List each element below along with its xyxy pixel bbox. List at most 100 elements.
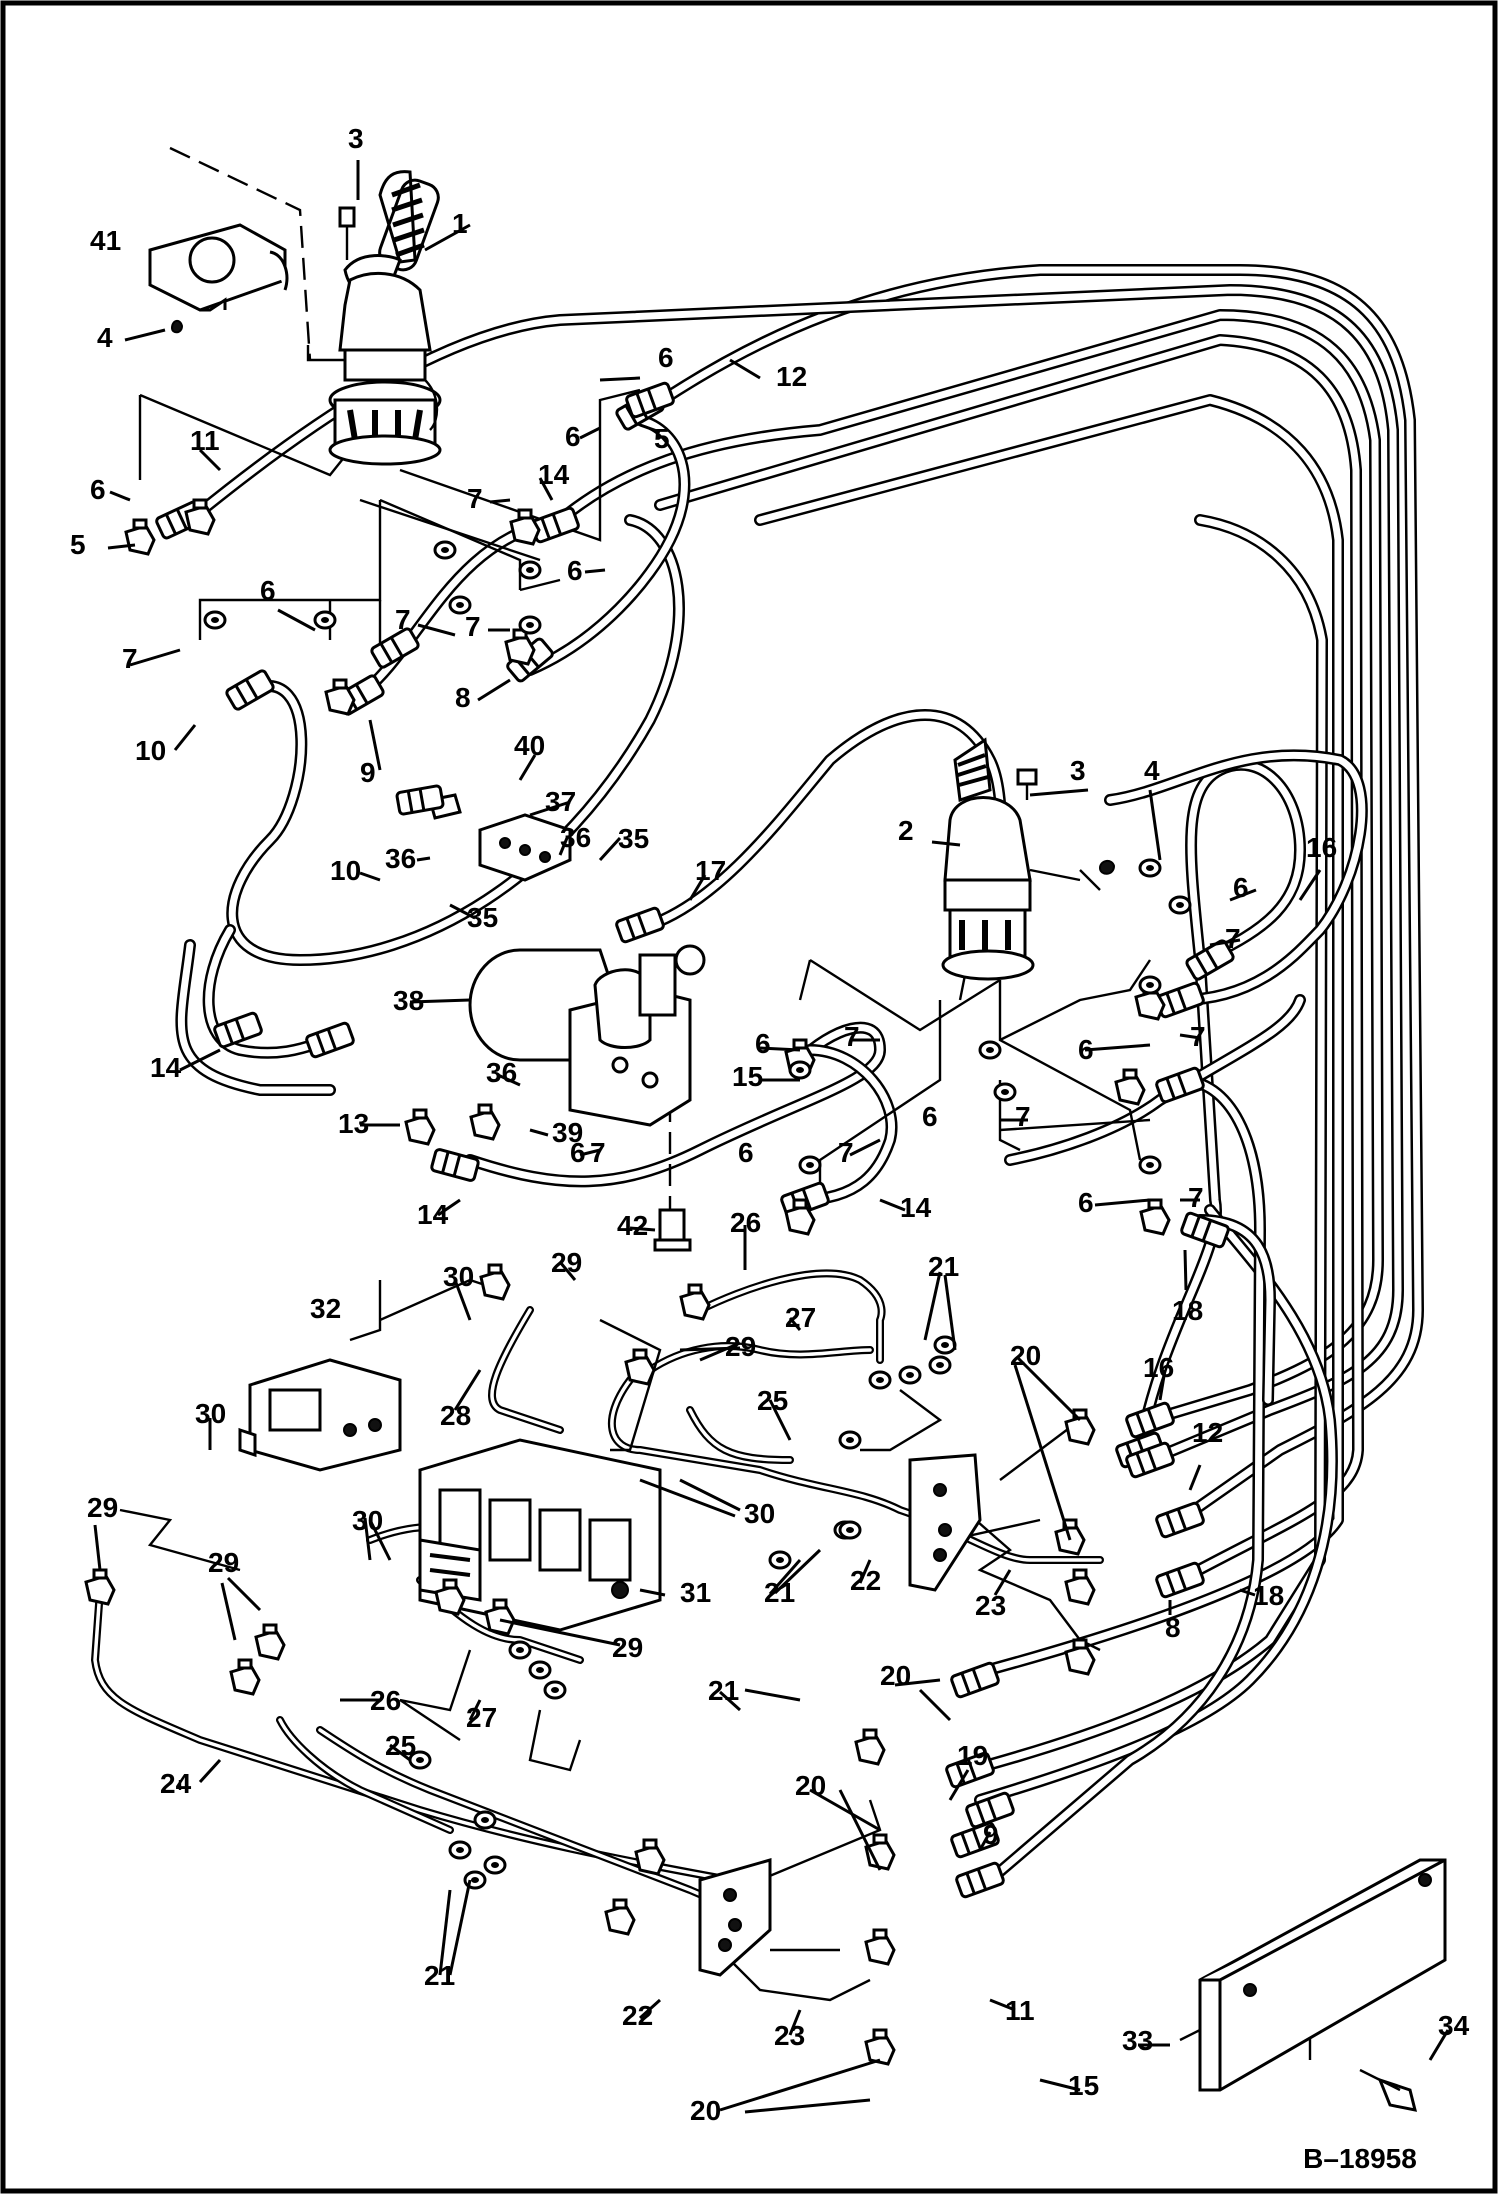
callout-36: 36 [486, 1057, 517, 1088]
elbow-fitting [624, 1348, 656, 1386]
leader-line [838, 1789, 882, 1871]
elbow-fitting [1064, 1408, 1096, 1446]
leader-line [639, 1478, 736, 1518]
hose-ferrule [370, 627, 420, 669]
leader-line [679, 1478, 741, 1512]
hose-ferrule [950, 1821, 1000, 1859]
leader-line [978, 1831, 992, 1851]
elbow-fitting [604, 1898, 636, 1936]
callout-41: 41 [90, 225, 121, 256]
leader-line [416, 856, 431, 862]
leader-line [220, 1582, 237, 1641]
callout-7: 7 [122, 643, 138, 674]
hose-ferrule [950, 1661, 1000, 1699]
bracket-plate-22-upper [908, 1453, 982, 1592]
leader-line [579, 426, 601, 440]
callout-12: 12 [1192, 1417, 1223, 1448]
hose-ferrule [965, 1791, 1015, 1829]
elbow-fitting [1064, 1568, 1096, 1606]
callout-7: 7 [465, 611, 481, 642]
elbow-fitting [479, 1263, 511, 1301]
callout-7: 7 [1225, 923, 1241, 954]
hose-ferrule [625, 381, 675, 419]
callout-20: 20 [1010, 1340, 1041, 1371]
leader-line [993, 1569, 1012, 1596]
bolt-42 [653, 1208, 692, 1252]
callout-26: 26 [730, 1207, 761, 1238]
leader-line [453, 1369, 482, 1411]
callout-10: 10 [330, 855, 361, 886]
callout-23: 23 [975, 1590, 1006, 1621]
callout-30: 30 [443, 1261, 474, 1292]
callout-6: 6 [755, 1028, 771, 1059]
leader-line [129, 648, 181, 667]
hose-ferrule [1185, 939, 1235, 981]
callout-6: 6 [658, 342, 674, 373]
hose-bundle-loop [184, 264, 1424, 1776]
elbow-fitting [404, 1108, 436, 1146]
elbow-fitting [254, 1623, 286, 1661]
callout-30: 30 [352, 1505, 383, 1536]
callout-25: 25 [385, 1730, 416, 1761]
callout-9: 9 [360, 757, 376, 788]
callout-19: 19 [957, 1740, 988, 1771]
callout-6: 6 [260, 575, 276, 606]
oring-nut [768, 1550, 792, 1570]
oring-nut [508, 1640, 532, 1660]
callout-6: 6 [570, 1137, 586, 1168]
callout-40: 40 [514, 730, 545, 761]
callout-6: 6 [1078, 1187, 1094, 1218]
elbow-fitting [1139, 1198, 1171, 1236]
callout-7: 7 [467, 483, 483, 514]
leader-line [1029, 788, 1089, 797]
callout-29: 29 [725, 1331, 756, 1362]
leader-line [943, 1274, 957, 1351]
elbow-fitting [504, 628, 536, 666]
callout-3: 3 [1070, 755, 1086, 786]
callout-27: 27 [785, 1302, 816, 1333]
leader-line [638, 1998, 662, 2020]
callout-29: 29 [612, 1632, 643, 1663]
elbow-fitting [124, 518, 156, 556]
leader-line [849, 1138, 881, 1157]
leader-line [599, 376, 641, 382]
elbow-fitting [324, 678, 356, 716]
nut-4-right [1098, 860, 1116, 875]
callout-6: 6 [922, 1101, 938, 1132]
leader-line [437, 1198, 461, 1217]
leader-line [1084, 1043, 1151, 1052]
hose-ferrule [1125, 1401, 1175, 1439]
selector-valve-32 [238, 1358, 402, 1472]
leader-line [1209, 938, 1241, 947]
hose-ferrule [225, 669, 275, 711]
oring-nut [788, 1060, 812, 1080]
callout-35: 35 [618, 823, 649, 854]
leader-line [948, 1769, 970, 1801]
callout-14: 14 [900, 1192, 932, 1223]
callout-35: 35 [467, 902, 498, 933]
callout-10: 10 [135, 735, 166, 766]
callout-21: 21 [708, 1675, 739, 1706]
leader-line [448, 1879, 472, 1976]
callout-14: 14 [150, 1052, 182, 1083]
oring-nut [433, 540, 457, 560]
callout-14: 14 [417, 1199, 449, 1230]
leader-line [788, 1317, 802, 1331]
leader-line [1148, 789, 1162, 861]
leader-line [809, 1788, 881, 1832]
callout-2: 2 [898, 815, 914, 846]
leader-line [424, 223, 471, 252]
callout-18: 18 [1172, 1295, 1203, 1326]
oring-nut [543, 1680, 567, 1700]
callout-7: 7 [844, 1021, 860, 1052]
leader-line [226, 1576, 262, 1612]
hose-ferrule [1155, 1501, 1205, 1539]
callout-6: 6 [567, 555, 583, 586]
callout-30: 30 [195, 1398, 226, 1429]
oring-nut [1138, 1155, 1162, 1175]
callout-20: 20 [880, 1660, 911, 1691]
leader-line [277, 608, 316, 632]
callout-26: 26 [370, 1685, 401, 1716]
callout-labels: 1 2 3 3 4 4 5 5 6 6 6 6 6 6 6 6 6 6 6 6 … [70, 123, 1470, 2126]
callout-5: 5 [70, 529, 86, 560]
